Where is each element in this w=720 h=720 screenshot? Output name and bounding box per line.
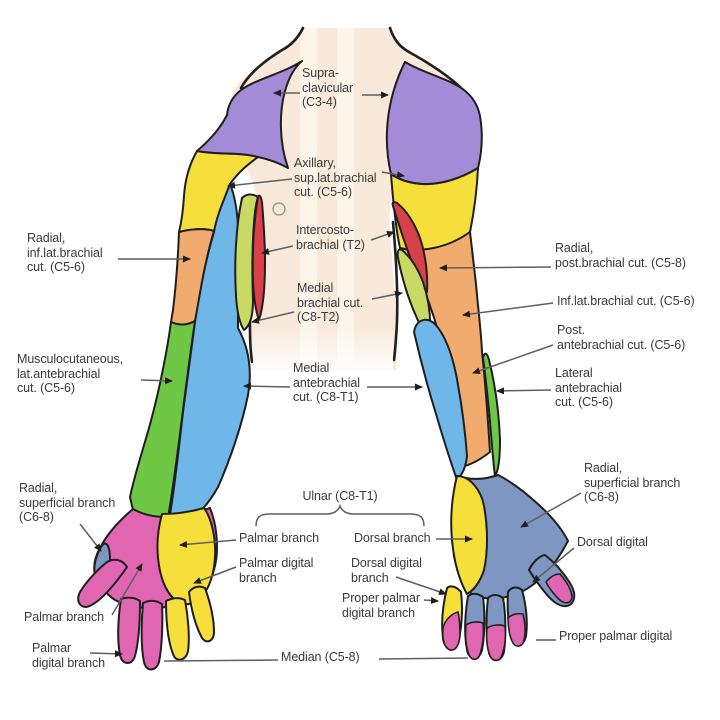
label-post-antebrachial: Post. antebrachial cut. (C5-6) <box>557 323 686 352</box>
right-middle-finger-tip <box>485 624 507 662</box>
label-radial-post-brachial: Radial, post.brachial cut. (C5-8) <box>555 241 686 270</box>
torso-side-right <box>391 220 399 362</box>
label-musculocutaneous: Musculocutaneous, lat.antebrachial cut. … <box>17 352 124 396</box>
left-index-finger <box>117 596 141 664</box>
region-supraclavicular-right <box>385 61 483 186</box>
leader-intercosto-right <box>370 230 395 241</box>
label-palmar-digital-branch: Palmar digital branch <box>239 556 314 585</box>
region-medial-antebrachial-right <box>413 318 468 481</box>
label-axillary: Axillary, sup.lat.brachial cut. (C5-6) <box>294 156 377 200</box>
leader-proper-palmar-digital-branch <box>423 597 439 604</box>
spine-stripe-left <box>300 28 317 362</box>
leader-palmar-branch-center <box>179 539 237 548</box>
leader-median-left <box>163 659 279 662</box>
label-radial-superficial-right: Radial, superficial branch (C6-8) <box>584 461 681 505</box>
right-little-finger-tip <box>441 611 461 651</box>
leader-radial-post-brachial <box>439 264 552 272</box>
leader-radial-superficial-right <box>520 492 582 528</box>
leader-palmar-digital-left <box>89 650 123 658</box>
leader-palmar-digital-branch <box>193 566 237 584</box>
nipple-mark <box>272 202 286 216</box>
leader-dorsal-digital-branch <box>395 576 447 596</box>
left-thumb <box>77 558 128 608</box>
label-medial-brachial: Medial brachial cut. (C8-T2) <box>297 281 364 325</box>
torso-fade <box>253 326 393 374</box>
leader-musculocutaneous <box>140 377 173 385</box>
left-middle-finger <box>140 599 164 671</box>
label-dorsal-digital-right: Dorsal digital <box>577 535 648 549</box>
label-radial-inf-lat-brachial: Radial, inf.lat.brachial cut. (C5-6) <box>27 231 103 275</box>
right-ring-finger-tip <box>464 621 485 661</box>
leader-palmar-branch-left <box>111 563 143 616</box>
region-lateral-antebrachial-right <box>482 352 501 477</box>
right-hand-ulnar-yellow <box>450 475 488 595</box>
leader-post-antebrachial <box>472 344 554 374</box>
label-dorsal-digital-branch: Dorsal digital branch <box>351 556 422 585</box>
label-inf-lat-brachial-right: Inf.lat.brachial cut. (C5-6) <box>557 294 695 308</box>
neck-outline-right <box>388 26 462 89</box>
left-ring-finger <box>165 597 190 661</box>
leader-medial-brachial-right <box>371 290 403 300</box>
leader-dorsal-digital-right <box>532 547 575 583</box>
label-dorsal-branch: Dorsal branch <box>354 531 431 545</box>
leader-median-right <box>378 657 469 660</box>
leader-radial-superficial-left <box>79 523 102 552</box>
leader-axillary-right <box>381 171 405 179</box>
label-intercostobrachial: Intercosto- brachial (T2) <box>296 223 365 252</box>
leader-inf-lat-brachial-right <box>462 302 554 318</box>
label-medial-antebrachial: Medial antebrachial cut. (C8-T1) <box>293 361 360 405</box>
region-intercostobrachial-left <box>251 194 266 321</box>
label-proper-palmar-digital-branch: Proper palmar digital branch <box>342 591 420 620</box>
spine-stripe-right <box>337 28 354 362</box>
label-radial-superficial-left: Radial, superficial branch (C6-8) <box>19 481 116 525</box>
leader-medial-brachial-left <box>251 311 295 324</box>
label-proper-palmar-digital-right: Proper palmar digital <box>559 629 673 643</box>
leader-lateral-antebrachial <box>496 387 552 395</box>
leader-axillary-left <box>227 178 293 189</box>
right-thumb-tip <box>545 573 573 604</box>
label-ulnar: Ulnar (C8-T1) <box>302 489 378 503</box>
label-median: Median (C5-8) <box>281 650 360 664</box>
label-supraclavicular: Supra- clavicular (C3-4) <box>302 66 354 110</box>
leader-medial-antebrachial-left <box>243 382 291 390</box>
leader-intercosto-left <box>261 245 294 255</box>
ulnar-brace <box>255 503 425 527</box>
right-index-finger-tip <box>507 612 526 647</box>
left-little-finger <box>188 585 215 643</box>
label-palmar-branch-center: Palmar branch <box>239 531 319 545</box>
neck-outline-left <box>239 26 305 90</box>
label-lateral-antebrachial: Lateral antebrachial cut. (C5-6) <box>555 366 622 410</box>
region-medial-brachial-right <box>396 248 432 335</box>
label-palmar-branch-left: Palmar branch <box>24 610 104 624</box>
label-palmar-digital-left: Palmar digital branch <box>32 641 105 670</box>
